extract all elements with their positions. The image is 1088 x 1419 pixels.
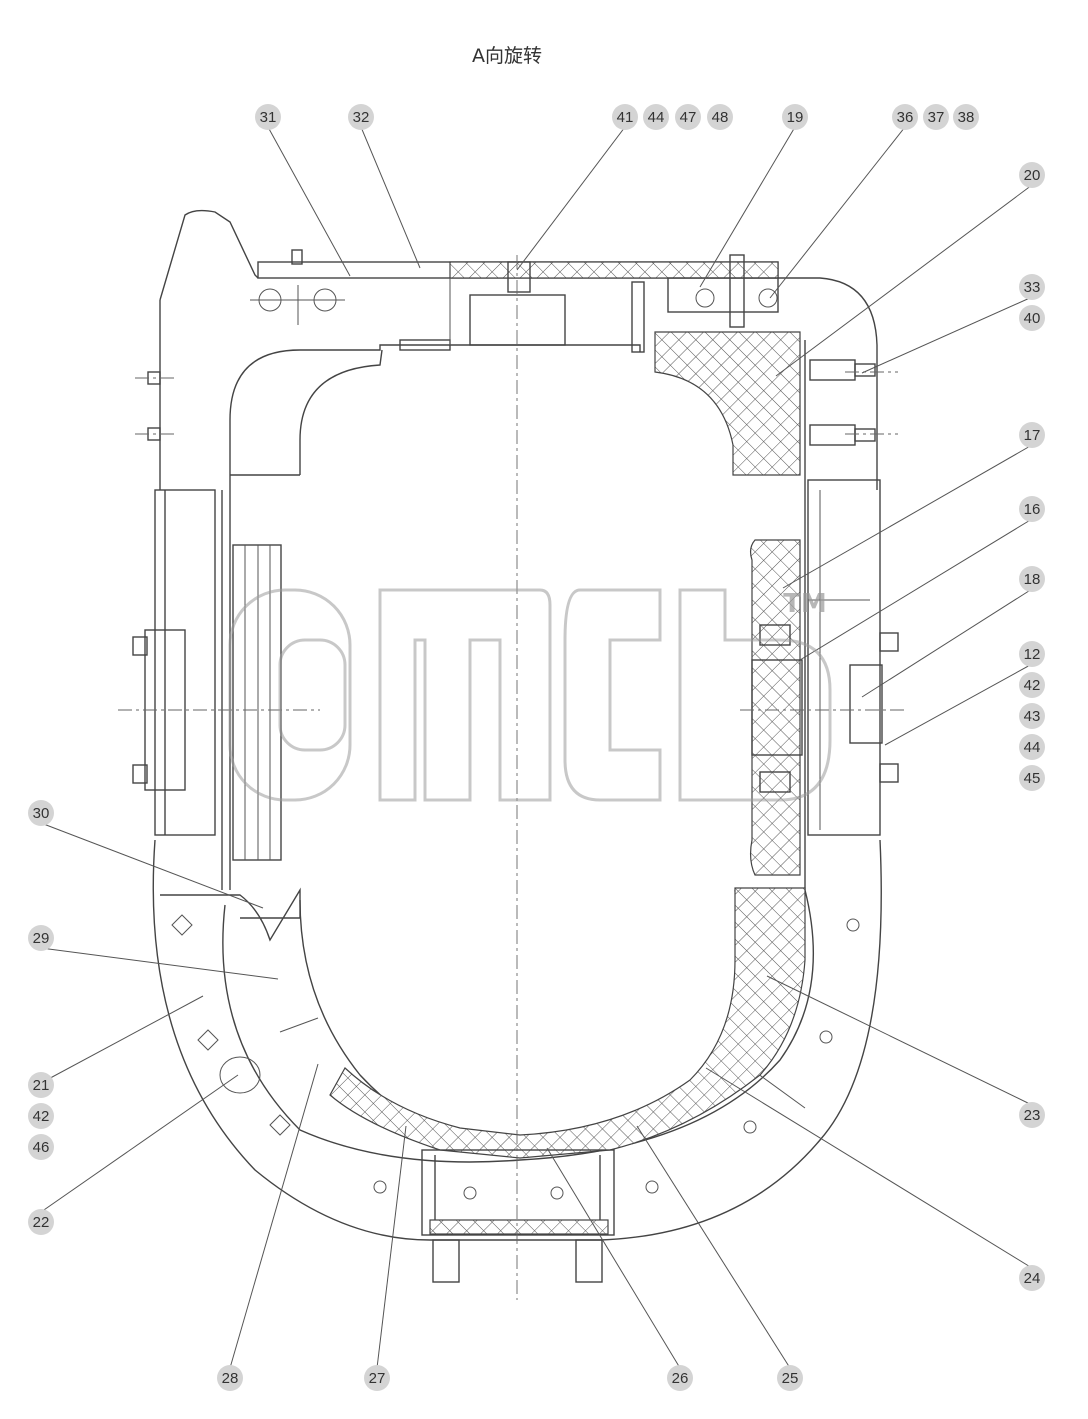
- svg-text:23: 23: [1024, 1107, 1041, 1124]
- callout: 47: [675, 104, 701, 130]
- svg-text:43: 43: [1024, 708, 1041, 725]
- callout: 27: [364, 1365, 390, 1391]
- callout: 17: [1019, 422, 1045, 448]
- svg-text:24: 24: [1024, 1270, 1041, 1287]
- callout: 26: [667, 1365, 693, 1391]
- svg-text:47: 47: [680, 109, 697, 126]
- svg-text:30: 30: [33, 805, 50, 822]
- centerlines: [118, 255, 905, 1300]
- svg-text:37: 37: [928, 109, 945, 126]
- callout: 36: [892, 104, 918, 130]
- svg-text:48: 48: [712, 109, 729, 126]
- svg-text:42: 42: [33, 1108, 50, 1125]
- svg-text:44: 44: [1024, 739, 1041, 756]
- svg-text:28: 28: [222, 1370, 239, 1387]
- callout: 30: [28, 800, 54, 826]
- svg-text:19: 19: [787, 109, 804, 126]
- callout: 44: [1019, 734, 1045, 760]
- leader-lines: [40, 126, 1033, 1369]
- view-title: A向旋转: [472, 45, 542, 67]
- svg-text:38: 38: [958, 109, 975, 126]
- callout: 22: [28, 1209, 54, 1235]
- svg-text:27: 27: [369, 1370, 386, 1387]
- callout: 45: [1019, 765, 1045, 791]
- callout: 43: [1019, 703, 1045, 729]
- frame-outline: [144, 209, 883, 1283]
- svg-text:42: 42: [1024, 677, 1041, 694]
- callout: 38: [953, 104, 979, 130]
- svg-text:21: 21: [33, 1077, 50, 1094]
- svg-text:45: 45: [1024, 770, 1041, 787]
- svg-text:25: 25: [782, 1370, 799, 1387]
- callout: 33: [1019, 274, 1045, 300]
- callout: 20: [1019, 162, 1045, 188]
- callout: 42: [1019, 672, 1045, 698]
- callout: 18: [1019, 566, 1045, 592]
- svg-text:26: 26: [672, 1370, 689, 1387]
- svg-text:33: 33: [1024, 279, 1041, 296]
- watermark-trademark: TM: [783, 589, 827, 619]
- callout: 32: [348, 104, 374, 130]
- svg-text:36: 36: [897, 109, 914, 126]
- svg-text:44: 44: [648, 109, 665, 126]
- svg-text:40: 40: [1024, 310, 1041, 327]
- watermark-logo: TM: [228, 588, 832, 802]
- callout: 24: [1019, 1265, 1045, 1291]
- svg-text:32: 32: [353, 109, 370, 126]
- callout: 21: [28, 1072, 54, 1098]
- svg-text:46: 46: [33, 1139, 50, 1156]
- callout: 41: [612, 104, 638, 130]
- callout: 46: [28, 1134, 54, 1160]
- callout: 31: [255, 104, 281, 130]
- svg-text:12: 12: [1024, 646, 1041, 663]
- callout: 23: [1019, 1102, 1045, 1128]
- svg-text:22: 22: [33, 1214, 50, 1231]
- svg-text:18: 18: [1024, 571, 1041, 588]
- callout: 28: [217, 1365, 243, 1391]
- callout: 16: [1019, 496, 1045, 522]
- callout-labels: 31 32 41 44 47 48 19 36 37 38 20 33 40 1…: [28, 104, 1045, 1391]
- callout: 48: [707, 104, 733, 130]
- svg-text:41: 41: [617, 109, 634, 126]
- callout: 40: [1019, 305, 1045, 331]
- callout: 12: [1019, 641, 1045, 667]
- callout: 44: [643, 104, 669, 130]
- callout: 42: [28, 1103, 54, 1129]
- callout: 37: [923, 104, 949, 130]
- svg-text:16: 16: [1024, 501, 1041, 518]
- svg-text:20: 20: [1024, 167, 1041, 184]
- svg-text:29: 29: [33, 930, 50, 947]
- svg-text:17: 17: [1024, 427, 1041, 444]
- callout: 19: [782, 104, 808, 130]
- callout: 25: [777, 1365, 803, 1391]
- svg-text:31: 31: [260, 109, 277, 126]
- callout: 29: [28, 925, 54, 951]
